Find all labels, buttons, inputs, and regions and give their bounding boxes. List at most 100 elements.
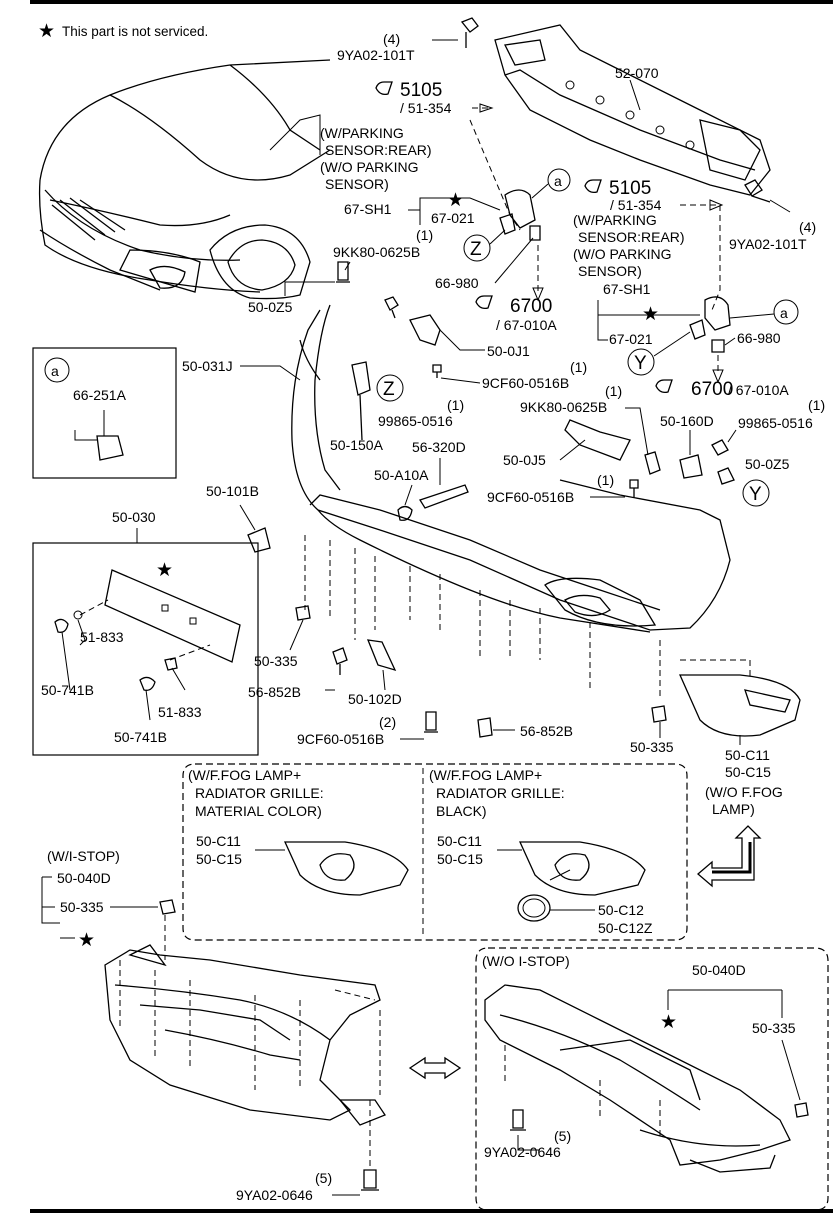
- label-q1-a: (1): [416, 227, 433, 243]
- bracket-50-150a: [351, 361, 371, 396]
- label-56-852b-a: 56-852B: [248, 684, 301, 700]
- star-67-sh1-a: ★: [447, 190, 464, 211]
- trim-50-101b: [247, 527, 271, 553]
- label-50-741b-a: 50-741B: [41, 682, 94, 698]
- wo-istop-box: [475, 947, 829, 1211]
- svg-text:SENSOR:REAR): SENSOR:REAR): [578, 229, 685, 245]
- bolt-9ya02-0646-a: [361, 1169, 379, 1191]
- note-parking-b: (W/PARKING SENSOR:REAR) (W/O PARKING SEN…: [573, 212, 685, 279]
- label-9cf60-a: 9CF60-0516B: [482, 375, 569, 391]
- label-51-833-b: 51-833: [158, 704, 202, 720]
- label-q5-a: (5): [315, 1170, 332, 1186]
- svg-text:(W/PARKING: (W/PARKING: [320, 125, 404, 141]
- clip-50-0z5-a: [336, 261, 350, 283]
- label-50-031j: 50-031J: [182, 358, 233, 374]
- label-9ya02-0646-b: 9YA02-0646: [484, 1144, 561, 1160]
- detail-box-a: [32, 347, 177, 479]
- callout-z-b-label: Z: [383, 379, 395, 400]
- note-fog-material: (W/F.FOG LAMP+ RADIATOR GRILLE: MATERIAL…: [188, 767, 324, 819]
- label-66-980-b: 66-980: [737, 330, 781, 346]
- label-51-833-a: 51-833: [80, 629, 124, 645]
- label-9ya02-101t-right: 9YA02-101T: [729, 236, 807, 252]
- label-9ya02-101t-top: 9YA02-101T: [337, 47, 415, 63]
- label-50-c12z: 50-C12Z: [598, 920, 653, 936]
- under-cover-50-040d-no-istop: [484, 984, 791, 1173]
- label-67-sh1-a: 67-SH1: [344, 201, 392, 217]
- ref-arrow-icon-c: [475, 295, 493, 310]
- label-50-0z5-a: 50-0Z5: [248, 299, 293, 315]
- vehicle-outline-illustration: [38, 59, 331, 300]
- label-50-030: 50-030: [112, 509, 156, 525]
- callout-a-box-label: a: [51, 363, 59, 379]
- clip-50-335-d: [794, 1102, 809, 1118]
- callout-a-right: [773, 299, 799, 325]
- clip-50-741b-b: [139, 676, 156, 691]
- bolt-9kk80-b: [644, 451, 661, 475]
- ref-arrow-icon-b: [584, 179, 602, 194]
- note-wo-fog-1: (W/O F.FOG: [705, 784, 783, 800]
- clip-50-741b-a: [54, 618, 69, 633]
- bolt-9cf60-c: [424, 711, 438, 733]
- note-parking-a: (W/PARKING SENSOR:REAR) (W/O PARKING SEN…: [320, 125, 432, 192]
- callout-y-b-label: Y: [749, 484, 762, 505]
- callout-y-a-label: Y: [634, 353, 647, 374]
- under-cover-50-040d-istop: [104, 944, 386, 1126]
- svg-text:(W/F.FOG LAMP+: (W/F.FOG LAMP+: [429, 767, 542, 783]
- bolt-9ya02-101t-top: [460, 17, 479, 48]
- bolt-9cf60-a: [432, 364, 442, 378]
- label-50-741b-b: 50-741B: [114, 729, 167, 745]
- callout-z-b: [376, 374, 404, 402]
- label-50-040d-a: 50-040D: [57, 870, 111, 886]
- label-q4-right: (4): [799, 219, 816, 235]
- svg-text:MATERIAL COLOR): MATERIAL COLOR): [195, 803, 322, 819]
- trim-50-102d: [366, 639, 397, 672]
- label-52-070: 52-070: [615, 65, 659, 81]
- ref-arrow-icon-d: [655, 379, 673, 394]
- label-q1-b: (1): [570, 359, 587, 375]
- bolt-9ya02-0646-b: [510, 1109, 526, 1131]
- label-q5-b: (5): [554, 1128, 571, 1144]
- bolt-99865-b: [711, 439, 729, 456]
- star-50-040d-b: ★: [660, 1012, 677, 1033]
- bolt-9cf60-b: [629, 479, 639, 498]
- label-q2: (2): [379, 714, 396, 730]
- label-q4-top: (4): [383, 31, 400, 47]
- label-9cf60-c: 9CF60-0516B: [297, 731, 384, 747]
- bracket-50-160d: [679, 454, 703, 479]
- label-50-101b: 50-101B: [206, 483, 259, 499]
- legend-star: ★: [38, 21, 55, 42]
- label-67-021-b: 67-021: [609, 331, 653, 347]
- label-q1-c: (1): [447, 397, 464, 413]
- label-50-c11-b: 50-C11: [196, 833, 241, 849]
- ref-67-010a-b: / 67-010A: [728, 382, 789, 398]
- svg-text:SENSOR:REAR): SENSOR:REAR): [325, 142, 432, 158]
- note-fog-black: (W/F.FOG LAMP+ RADIATOR GRILLE: BLACK): [429, 767, 565, 819]
- note-wo-fog-2: LAMP): [712, 801, 755, 817]
- label-67-021-a: 67-021: [431, 210, 475, 226]
- label-50-160d: 50-160D: [660, 413, 714, 429]
- label-50-c15-a: 50-C15: [725, 764, 771, 780]
- bracket-50-0j1: [409, 314, 441, 346]
- label-50-335-d: 50-335: [752, 1020, 796, 1036]
- ref-51-354-b: / 51-354: [610, 197, 662, 213]
- license-plate-detail-box: [32, 542, 259, 756]
- callout-z-a: [463, 234, 491, 262]
- label-66-980-a: 66-980: [435, 275, 479, 291]
- svg-text:(W/F.FOG LAMP+: (W/F.FOG LAMP+: [188, 767, 301, 783]
- label-50-c11-c: 50-C11: [437, 833, 482, 849]
- nut-51-833-b: [164, 657, 178, 671]
- callout-a-top-label: a: [554, 173, 562, 189]
- clip-50-0z5-b: [717, 467, 735, 485]
- label-9cf60-b: 9CF60-0516B: [487, 489, 574, 505]
- svg-text:RADIATOR GRILLE:: RADIATOR GRILLE:: [436, 785, 565, 801]
- ref-5105-a: 5105: [400, 80, 442, 101]
- label-99865-a: 99865-0516: [378, 413, 453, 429]
- label-50-335-b: 50-335: [630, 739, 674, 755]
- label-50-c15-b: 50-C15: [196, 851, 242, 867]
- callout-z-a-label: Z: [470, 239, 482, 260]
- bracket-50-0j5: [564, 419, 631, 461]
- ref-6700-b: 6700: [691, 379, 733, 400]
- fog-lamp-cover-50-c11-right: [678, 674, 801, 737]
- tow-hook-56-320d: [419, 484, 469, 509]
- svg-text:(W/PARKING: (W/PARKING: [573, 212, 657, 228]
